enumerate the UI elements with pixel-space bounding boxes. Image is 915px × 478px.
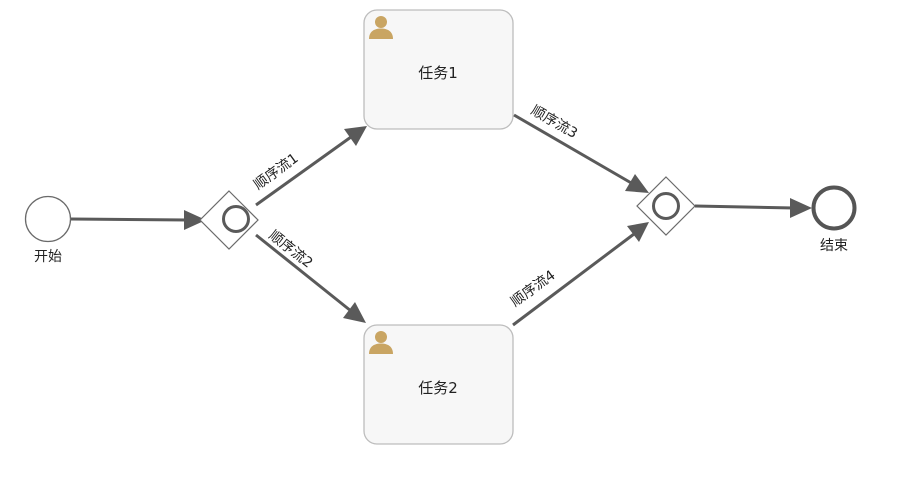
user-icon <box>369 16 393 39</box>
sequence-flow-end[interactable] <box>694 198 812 218</box>
sequence-flow-1[interactable] <box>255 126 367 207</box>
gateway-1[interactable] <box>199 190 259 250</box>
end-event-label: 结束 <box>820 238 848 254</box>
arrowhead <box>344 126 367 146</box>
user-icon <box>369 331 393 354</box>
sequence-flow-3[interactable] <box>513 113 649 193</box>
arrowhead <box>790 198 812 218</box>
task-1[interactable]: 任务1 <box>363 9 514 130</box>
task-2[interactable]: 任务2 <box>363 324 514 445</box>
sequence-flow-4[interactable] <box>512 222 649 327</box>
task-1-label: 任务1 <box>418 64 458 82</box>
gateway-2[interactable] <box>636 176 696 236</box>
start-event-label: 开始 <box>34 249 62 265</box>
sequence-flow-start[interactable] <box>70 210 206 230</box>
sequence-flow-4-label: 顺序流4 <box>508 267 559 310</box>
end-event[interactable] <box>811 185 857 231</box>
sequence-flow-1-label: 顺序流1 <box>251 150 302 193</box>
arrowhead <box>625 174 649 193</box>
arrowhead <box>184 210 206 230</box>
sequence-flow-2[interactable] <box>255 233 366 323</box>
arrowhead <box>627 222 649 242</box>
task-2-label: 任务2 <box>418 379 458 397</box>
sequence-flow-3-label: 顺序流3 <box>528 103 580 142</box>
start-event[interactable] <box>24 195 72 243</box>
arrowhead <box>343 302 366 323</box>
